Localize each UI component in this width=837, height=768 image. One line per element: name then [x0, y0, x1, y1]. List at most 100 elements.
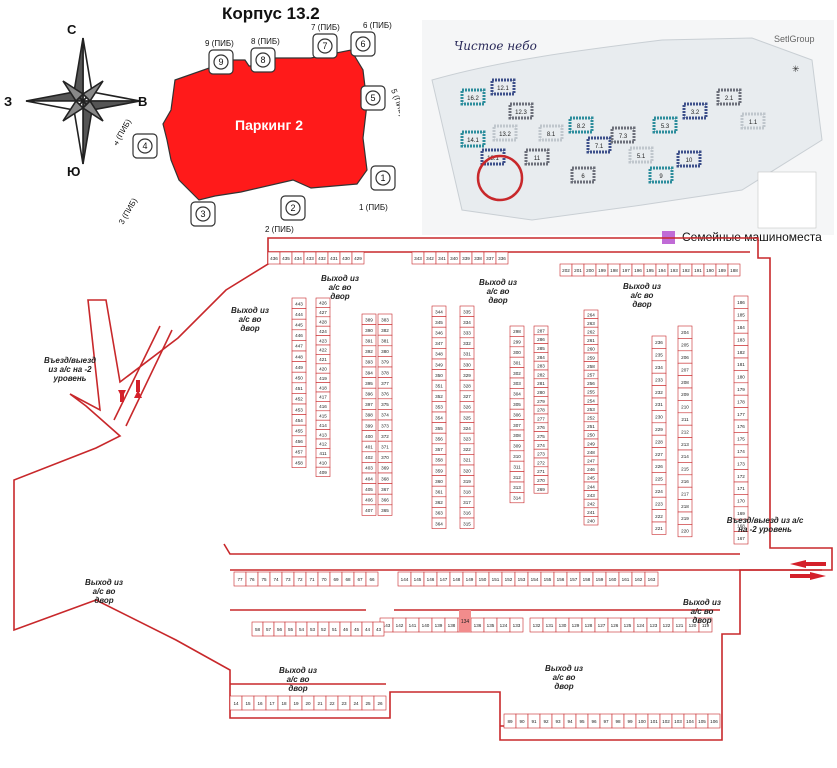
parking-spot: 141 — [405, 617, 420, 633]
spot-label: 329 — [463, 373, 471, 378]
parking-spot: 185 — [733, 308, 749, 322]
parking-spot: 418 — [315, 382, 331, 393]
spot-label: 198 — [610, 268, 618, 273]
site-block: 9 — [648, 166, 674, 184]
spot-label: 279 — [537, 399, 545, 404]
spot-label: 184 — [737, 325, 745, 330]
spot-label: 419 — [319, 376, 327, 381]
building-number: 1 — [380, 173, 385, 183]
spot-label: 331 — [463, 352, 471, 357]
parking-spot: 248 — [583, 447, 599, 457]
parking-spot: 224 — [651, 484, 667, 498]
spot-label: 158 — [583, 577, 591, 582]
parking-spot: 24 — [349, 695, 363, 711]
spot-label: 19 — [293, 701, 299, 706]
spot-label: 195 — [646, 268, 654, 273]
parking-spot: 310 — [509, 450, 525, 462]
spot-label: 192 — [682, 268, 690, 273]
parking-spot: 400 — [361, 430, 377, 442]
spot-label: 399 — [365, 423, 373, 428]
spot-label: 245 — [587, 476, 595, 481]
parking-spot: 249 — [583, 438, 599, 448]
parking-spot: 337 — [483, 251, 497, 265]
spot-label: 151 — [492, 577, 500, 582]
spot-label: 200 — [586, 268, 594, 273]
compass-south-label: Ю — [67, 164, 81, 179]
spot-label: 142 — [396, 623, 404, 628]
parking-spot: 330 — [459, 358, 475, 370]
site-logo: Чистое небо — [454, 39, 537, 53]
parking-spot: 77 — [233, 571, 247, 587]
spot-label: 145 — [414, 577, 422, 582]
parking-spot: 355 — [431, 422, 447, 434]
spot-label: 95 — [579, 719, 585, 724]
parking-spot: 193 — [667, 263, 681, 277]
parking-spot: 154 — [527, 571, 542, 587]
spot-label: 106 — [710, 719, 718, 724]
spot-label: 389 — [365, 317, 373, 322]
spot-label: 136 — [474, 623, 482, 628]
building-label: 3 (ПИБ) — [117, 196, 139, 226]
spot-label: 175 — [737, 437, 745, 442]
parking-spot: 181 — [733, 357, 749, 371]
parking-spot: 336 — [495, 251, 509, 265]
parking-spot: 332 — [459, 337, 475, 349]
parking-spot: 179 — [733, 382, 749, 396]
page-title: Корпус 13.2 — [222, 4, 320, 23]
spot-label: 235 — [655, 353, 663, 358]
spot-label: 103 — [674, 719, 682, 724]
parking-spot: 196 — [631, 263, 645, 277]
parking-spot: 456 — [291, 435, 307, 447]
spot-label: 358 — [435, 458, 443, 463]
spot-label: 400 — [365, 434, 373, 439]
parking-spot: 216 — [677, 474, 693, 488]
spot-label: 319 — [463, 479, 471, 484]
parking-spot: 106 — [707, 713, 721, 729]
parking-spot: 256 — [583, 378, 599, 388]
spot-label: 338 — [474, 256, 482, 261]
legend: Семейные машиноместа — [662, 230, 822, 244]
spot-label: 97 — [603, 719, 609, 724]
parking-spot: 104 — [683, 713, 697, 729]
spot-label: 458 — [295, 460, 303, 465]
parking-spot: 446 — [291, 329, 307, 341]
spot-label: 401 — [365, 445, 373, 450]
parking-spot: 128 — [581, 617, 596, 633]
spot-label: 278 — [537, 408, 545, 413]
parking-2-area — [162, 49, 368, 201]
spot-label: 162 — [635, 577, 643, 582]
spot-label: 394 — [365, 370, 373, 375]
parking-spot: 411 — [315, 448, 331, 459]
spot-label: 276 — [537, 425, 545, 430]
spot-label: 353 — [435, 405, 443, 410]
spot-label: 20 — [305, 701, 311, 706]
parking-spot: 277 — [533, 413, 549, 424]
parking-spot: 359 — [431, 464, 447, 476]
spot-label: 173 — [737, 461, 745, 466]
spot-label: 91 — [531, 719, 537, 724]
spot-label: 451 — [295, 386, 303, 391]
spot-label: 450 — [295, 376, 303, 381]
parking-spot: 122 — [659, 617, 674, 633]
spot-label: 259 — [587, 355, 595, 360]
spot-label: 99 — [627, 719, 633, 724]
spot-label: 417 — [319, 395, 327, 400]
spot-label: 429 — [354, 256, 362, 261]
parking-spot: 304 — [509, 388, 525, 400]
parking-spot: 413 — [315, 429, 331, 440]
parking-spot: 211 — [677, 412, 693, 426]
spot-label: 135 — [487, 623, 495, 628]
spot-label: 446 — [295, 333, 303, 338]
parking-spot: 236 — [651, 335, 667, 349]
parking-spot: 422 — [315, 344, 331, 355]
spot-label: 217 — [681, 491, 689, 496]
parking-spot: 94 — [563, 713, 577, 729]
compass-rose-icon — [25, 37, 141, 165]
spot-label: 304 — [513, 392, 521, 397]
spot-label: 228 — [655, 439, 663, 444]
parking-2-label: Паркинг 2 — [235, 117, 303, 133]
parking-spot: 449 — [291, 361, 307, 373]
parking-spot: 458 — [291, 456, 307, 468]
parking-spot: 381 — [377, 334, 393, 347]
spot-label: 405 — [365, 487, 373, 492]
